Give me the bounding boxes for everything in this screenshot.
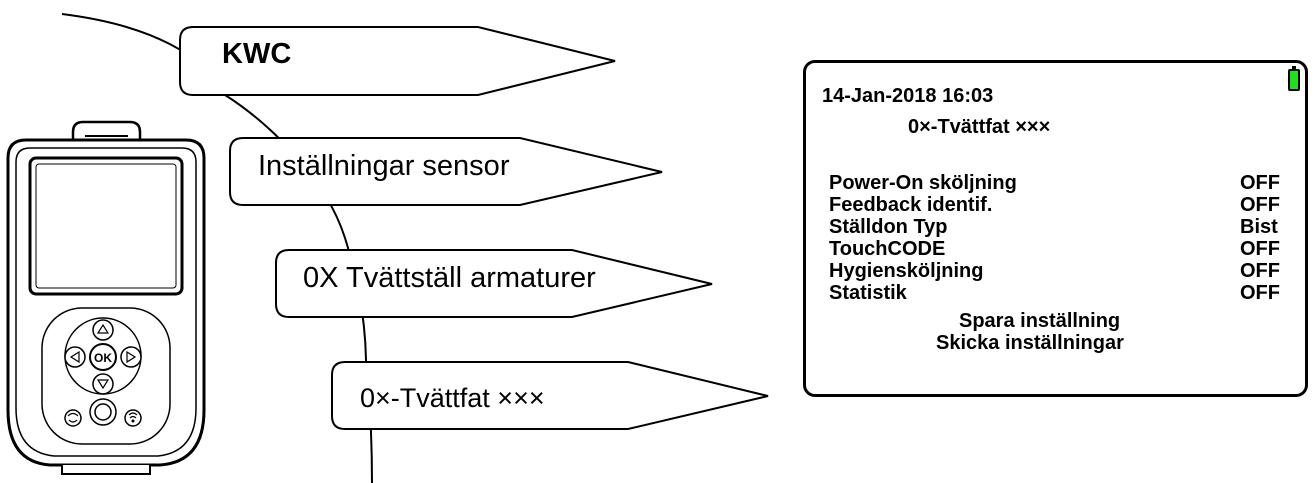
left-function-button [64, 409, 82, 427]
menu-label-tvattfat: 0×-Tvättfat ××× [360, 383, 545, 413]
save-settings-action[interactable]: Spara inställning [959, 310, 1121, 332]
setting-label-stalldon-typ[interactable]: Ställdon Typ [829, 216, 948, 238]
setting-label-feedback[interactable]: Feedback identif. [829, 194, 993, 216]
menu-arrow-kwc [179, 26, 616, 96]
menu-arrow-tvattfat [331, 361, 769, 430]
setting-value-feedback: OFF [1240, 194, 1280, 216]
menu-arrow-armaturer [275, 249, 713, 318]
menu-label-installningar-sensor: Inställningar sensor [258, 150, 510, 182]
setting-value-stalldon-typ: Bist [1240, 216, 1278, 238]
setting-value-statistik: OFF [1240, 282, 1280, 304]
battery-icon [1288, 66, 1300, 91]
wireless-button [124, 409, 142, 427]
send-settings-action[interactable]: Skicka inställningar [936, 332, 1124, 354]
setting-value-power-on: OFF [1240, 172, 1280, 194]
menu-label-tvattstall-armaturer: 0X Tvättställ armaturer [303, 262, 596, 294]
settings-screen: 14-Jan-2018 16:03 0×-Tvättfat ××× Power-… [803, 60, 1308, 397]
setting-label-touchcode[interactable]: TouchCODE [829, 238, 946, 260]
screen-datetime: 14-Jan-2018 16:03 [822, 85, 994, 107]
setting-label-hygienskoljning[interactable]: Hygiensköljning [829, 260, 984, 282]
setting-label-statistik[interactable]: Statistik [829, 282, 907, 304]
menu-label-kwc: KWC [222, 38, 292, 70]
setting-value-touchcode: OFF [1240, 238, 1280, 260]
menu-arrow-sensor [229, 137, 663, 206]
ok-button [89, 343, 117, 371]
setting-value-hygienskoljning: OFF [1240, 260, 1280, 282]
screen-title: 0×-Tvättfat ××× [908, 116, 1051, 138]
setting-label-power-on[interactable]: Power-On sköljning [829, 172, 1017, 194]
ok-button-label: OK [94, 351, 112, 365]
handheld-device: OK [6, 120, 206, 475]
device-screen [28, 156, 184, 296]
